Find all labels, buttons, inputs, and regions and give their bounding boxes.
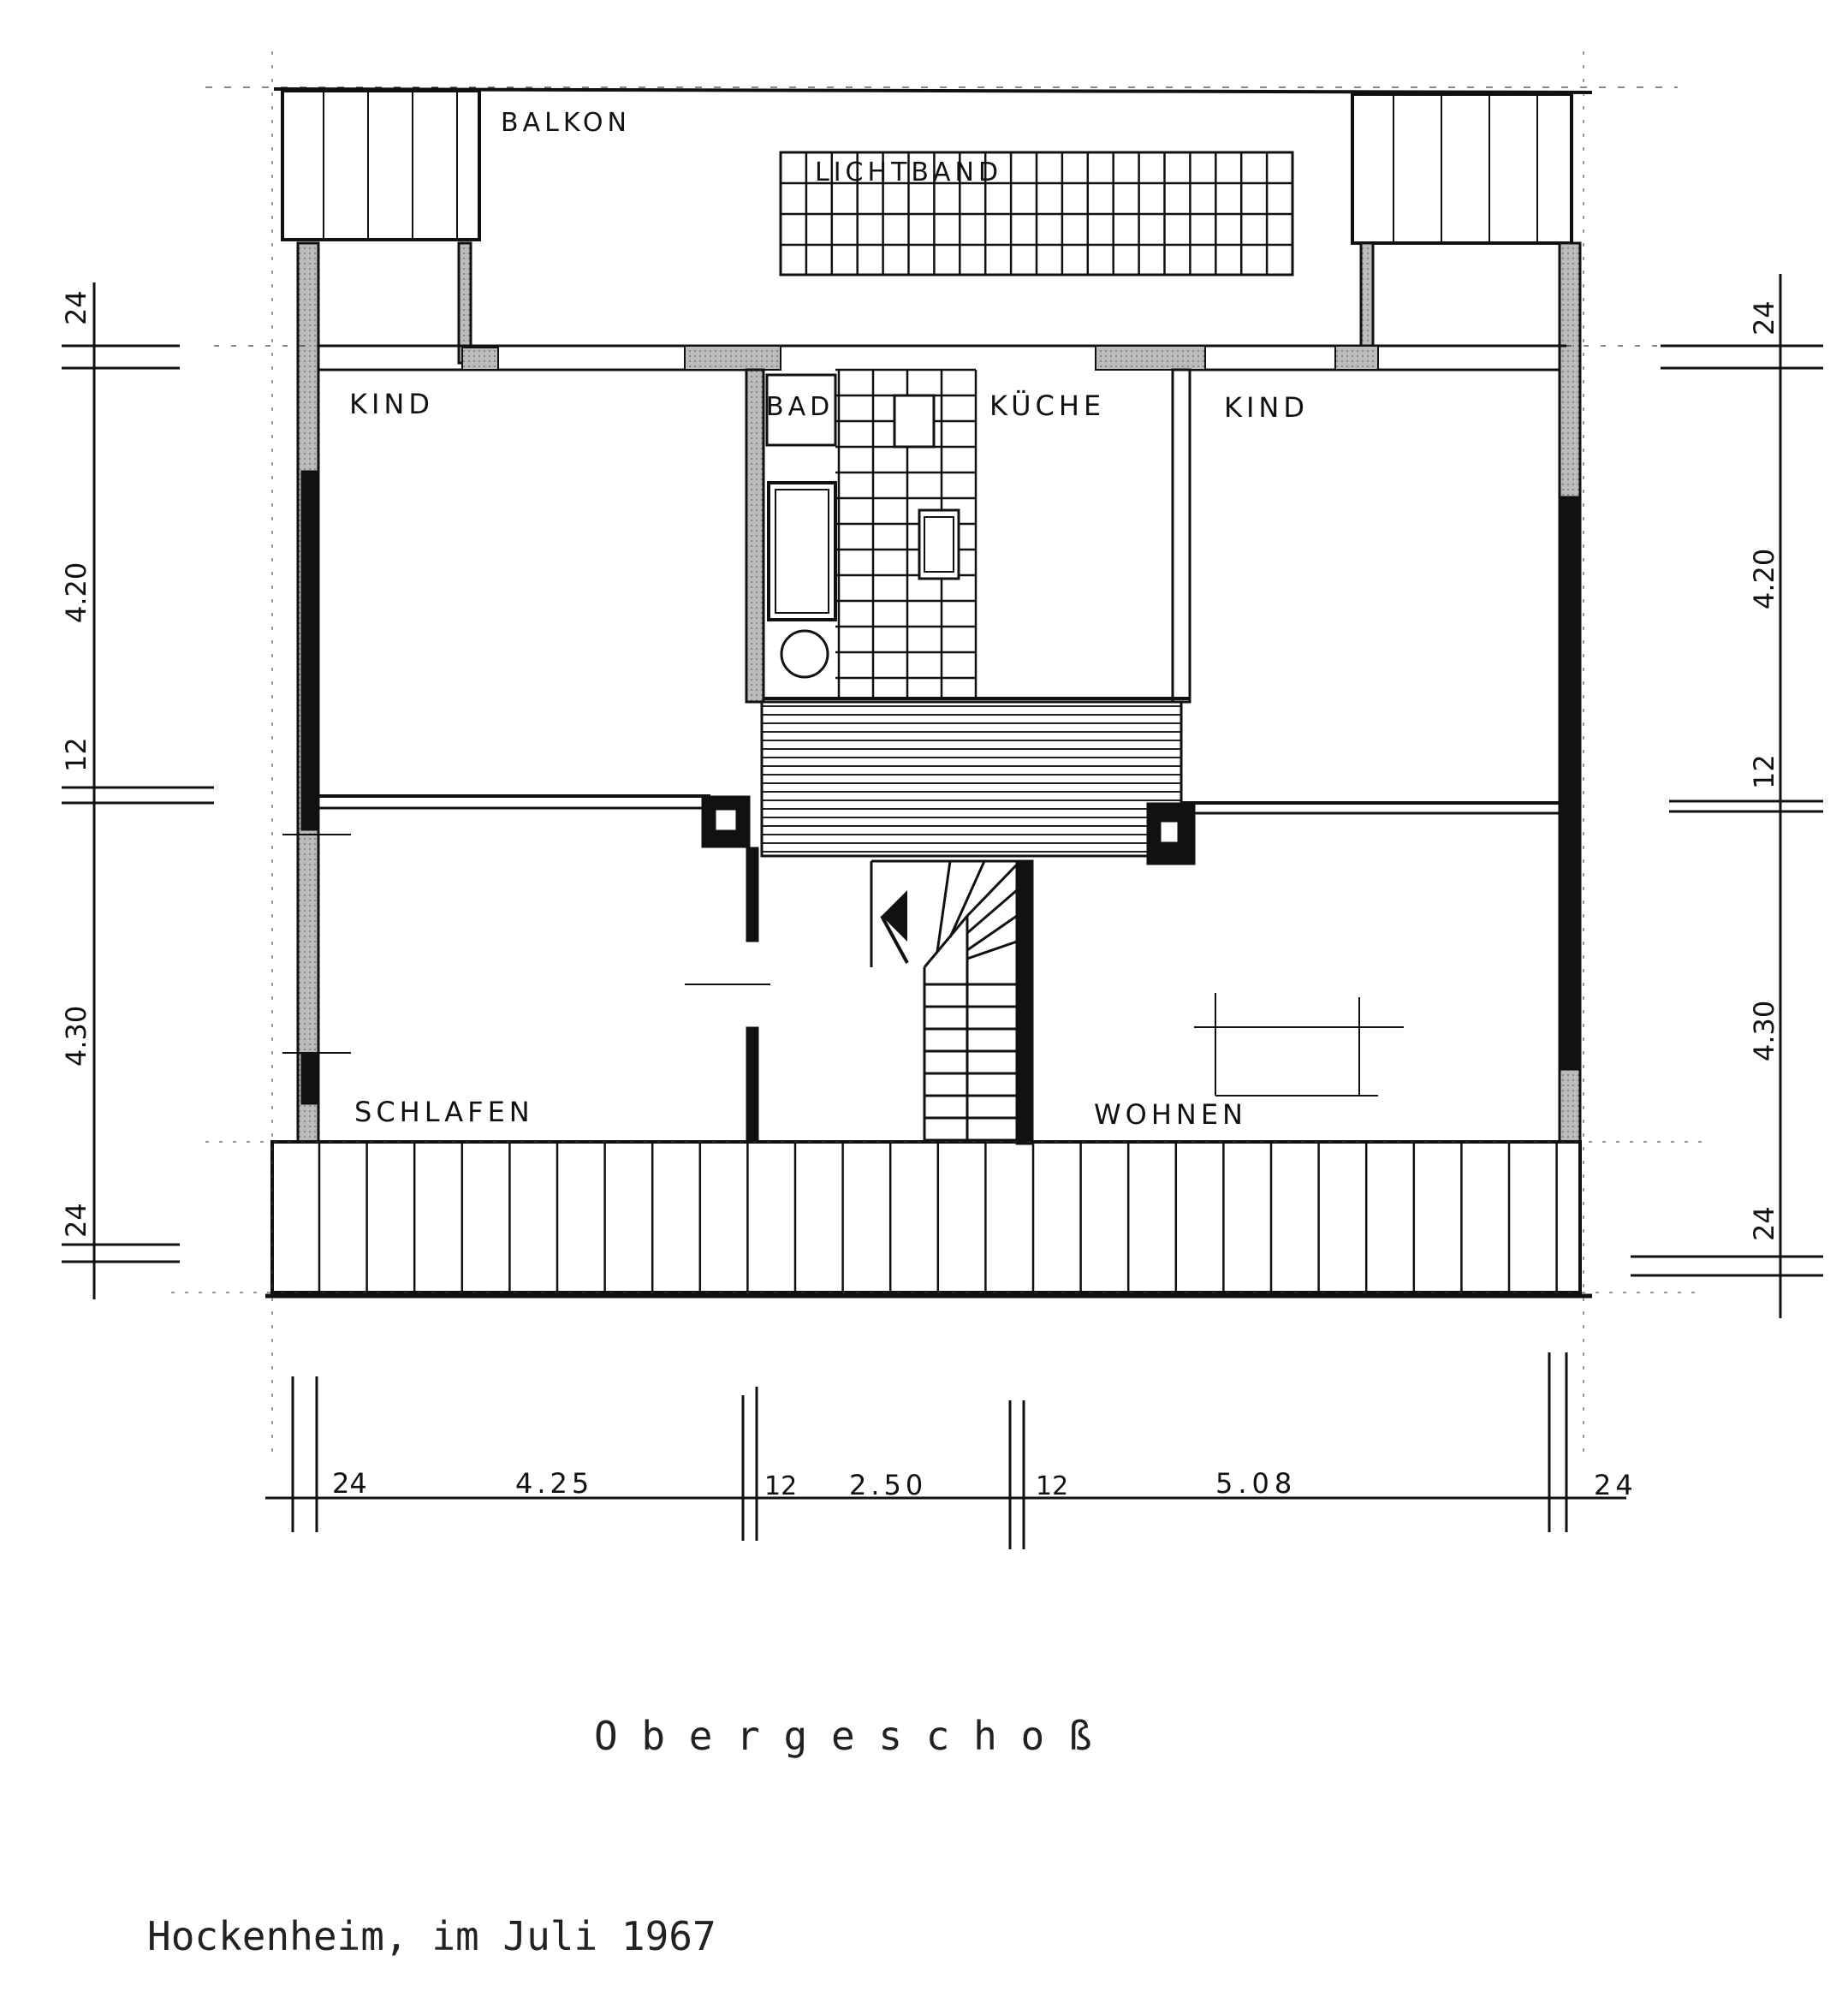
dim-bottom-12-b: 12 [1036, 1471, 1068, 1501]
left-dimension-axis [62, 282, 214, 1299]
dim-right-12: 12 [1748, 754, 1780, 789]
bottom-dimension-labels: 24 4.25 12 2.50 12 5.08 24 [332, 1467, 1637, 1501]
dim-right-430: 4.30 [1748, 1001, 1780, 1061]
label-balkon: BALKON [501, 108, 631, 138]
label-kueche: KÜCHE [989, 389, 1105, 422]
dim-left-24-bottom: 24 [60, 1203, 92, 1238]
place-date-footer: Hockenheim, im Juli 1967 [147, 1913, 716, 1959]
dim-bottom-425: 4.25 [515, 1467, 593, 1500]
right-dimension-axis [1631, 274, 1823, 1318]
middle-walls [282, 794, 1560, 1144]
dim-left-24-top: 24 [60, 290, 92, 325]
dim-bottom-12-a: 12 [764, 1471, 797, 1501]
lichtband-grid [779, 151, 1294, 276]
drawing-title: O b e r g e s c h o ß [594, 1713, 1092, 1759]
dim-bottom-24-left: 24 [332, 1467, 367, 1500]
hall-floor [760, 700, 1183, 858]
dim-left-12: 12 [60, 737, 92, 772]
top-wall [214, 344, 1712, 371]
balcony-right [1351, 92, 1573, 245]
label-kind-left: KIND [349, 388, 434, 420]
dim-left-420: 4.20 [60, 562, 92, 623]
left-dimension-labels: 24 4.20 12 4.30 24 [60, 290, 92, 1238]
balcony-top-edge [205, 86, 1678, 94]
bathroom-kitchen-core [745, 368, 1191, 704]
dim-right-24-bottom: 24 [1748, 1206, 1780, 1241]
dim-right-24-top: 24 [1748, 300, 1780, 336]
label-bad: BAD [766, 392, 834, 422]
dim-bottom-508: 5.08 [1215, 1467, 1297, 1500]
living-room-table [1194, 993, 1404, 1097]
label-schlafen: SCHLAFEN [354, 1096, 534, 1128]
construction-lines [171, 51, 1712, 1455]
balcony-left [281, 89, 481, 241]
dim-bottom-24-right: 24 [1594, 1469, 1637, 1501]
balcony-bottom [265, 1140, 1592, 1299]
outer-walls [296, 241, 1582, 1144]
dim-right-420: 4.20 [1748, 549, 1780, 609]
bottom-dimension-axis [265, 1352, 1626, 1549]
label-kind-right: KIND [1224, 391, 1309, 424]
dim-bottom-250: 2.50 [849, 1469, 927, 1501]
label-lichtband: LICHTBAND [815, 157, 1002, 187]
label-wohnen: WOHNEN [1094, 1098, 1247, 1131]
staircase [870, 859, 1034, 1145]
right-dimension-labels: 24 4.20 12 4.30 24 [1748, 300, 1780, 1241]
dim-left-430: 4.30 [60, 1006, 92, 1067]
